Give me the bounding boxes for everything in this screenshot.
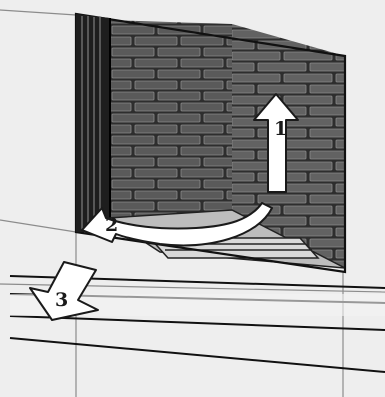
step-1-label: 1: [274, 118, 287, 140]
glass-door: [76, 14, 110, 232]
step-3-label: 3: [55, 289, 68, 311]
step-2-label: 2: [105, 214, 118, 236]
firebox-back-wall: [108, 20, 232, 218]
